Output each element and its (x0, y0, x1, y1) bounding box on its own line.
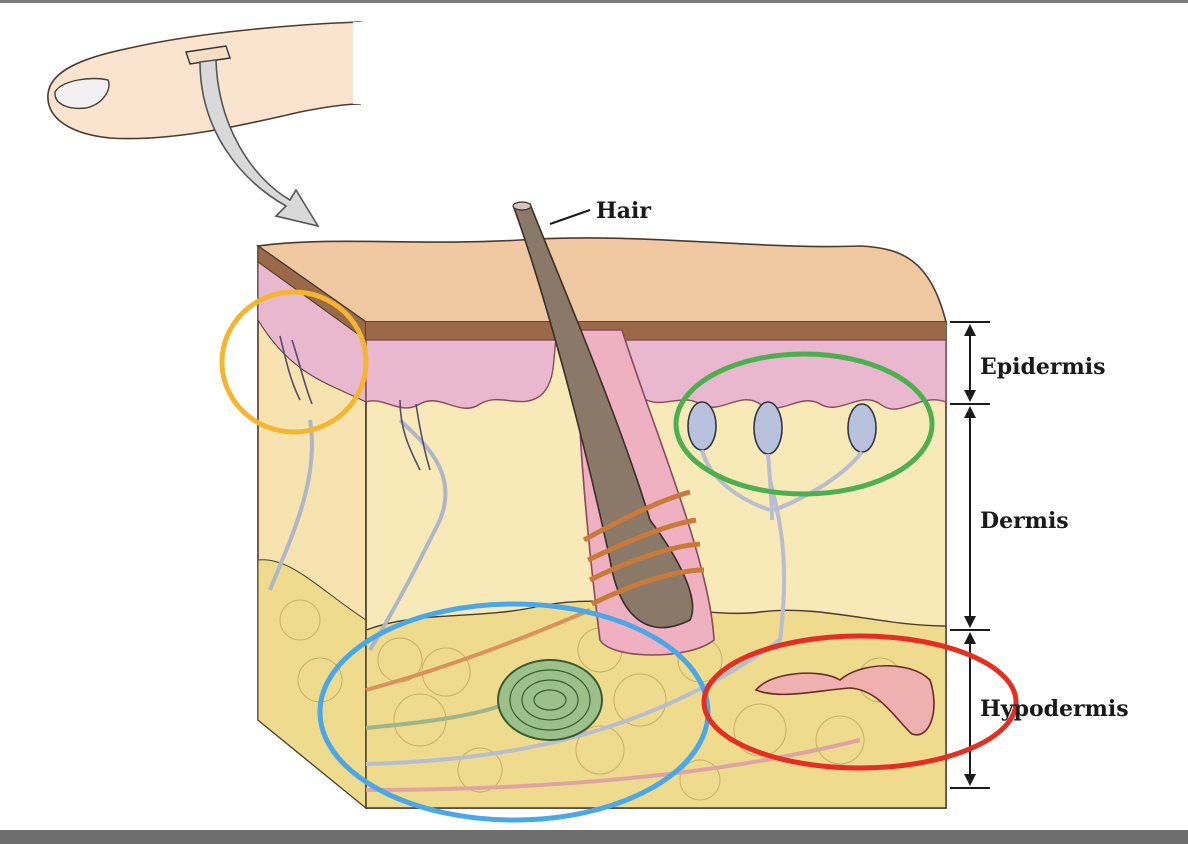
frame-top-border (0, 0, 1188, 3)
dermis-label: Dermis (980, 510, 1069, 532)
frame-bottom-border (0, 830, 1188, 844)
stratum-corneum (366, 322, 946, 340)
skin-top-surface (258, 238, 946, 322)
pacinian-corpuscle (498, 660, 602, 740)
epidermis-layer (366, 330, 946, 409)
hair-tip (513, 202, 531, 210)
hypodermis-label: Hypodermis (980, 698, 1129, 720)
hair-label: Hair (596, 200, 651, 222)
epidermis-label: Epidermis (980, 356, 1106, 378)
hair-leader-line (550, 210, 590, 224)
